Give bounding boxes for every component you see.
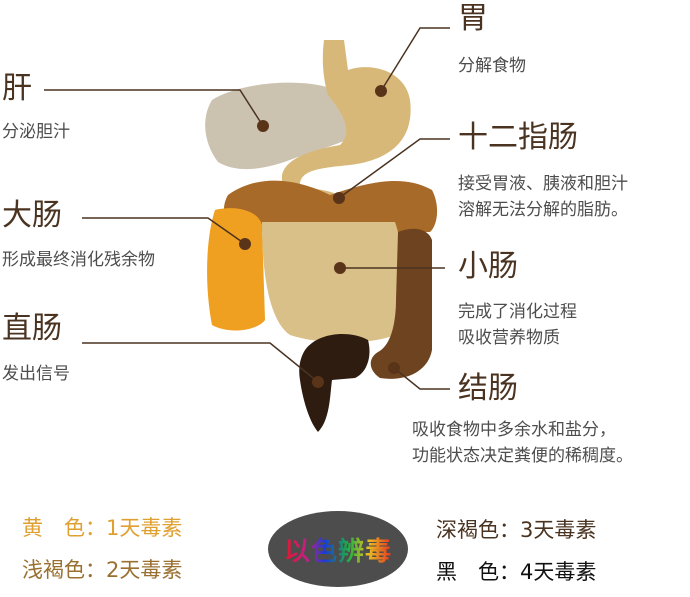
small-intestine-title: 小肠 xyxy=(458,249,518,284)
large-intestine-desc: 形成最终消化残余物 xyxy=(2,250,155,270)
stomach-desc: 分解食物 xyxy=(458,56,526,76)
legend-yellow: 黄 色：1天毒素 xyxy=(22,516,183,540)
legend-dark-brown: 深褐色：3天毒素 xyxy=(436,518,597,542)
duodenum-desc-line-2: 溶解无法分解的脂肪。 xyxy=(458,200,628,220)
ascending-colon-shape xyxy=(207,208,265,331)
liver-title: 肝 xyxy=(2,71,32,106)
small-intestine-shape xyxy=(262,222,403,343)
colon-desc-line-1: 吸收食物中多余水和盐分， xyxy=(412,420,616,440)
large-intestine-title: 大肠 xyxy=(2,198,62,233)
small-intestine-desc-line-1: 完成了消化过程 xyxy=(458,302,577,322)
liver-shape xyxy=(205,82,369,170)
sigmoid-shape xyxy=(299,334,370,432)
descending-colon-shape xyxy=(370,228,432,379)
stomach-title: 胃 xyxy=(458,1,488,36)
duodenum-desc-line-1: 接受胃液、胰液和胆汁 xyxy=(458,174,628,194)
transverse-colon-shape xyxy=(223,180,438,232)
color-toxin-badge: 以色辨毒 xyxy=(268,511,408,587)
liver-desc: 分泌胆汁 xyxy=(2,122,70,142)
colon-desc-line-2: 功能状态决定粪便的稀稠度。 xyxy=(412,446,633,466)
pointer-dots xyxy=(239,85,400,388)
rectum-desc: 发出信号 xyxy=(2,364,70,384)
stomach-shape xyxy=(281,40,411,210)
rectum-title: 直肠 xyxy=(2,311,62,346)
colon-title: 结肠 xyxy=(458,371,518,406)
legend-light-brown: 浅褐色：2天毒素 xyxy=(22,558,183,582)
small-intestine-desc-line-2: 吸收营养物质 xyxy=(458,328,560,348)
legend-black: 黑 色：4天毒素 xyxy=(436,560,597,584)
badge-text: 以色辨毒 xyxy=(284,531,392,568)
leader-lines xyxy=(44,27,450,390)
duodenum-title: 十二指肠 xyxy=(458,120,578,155)
